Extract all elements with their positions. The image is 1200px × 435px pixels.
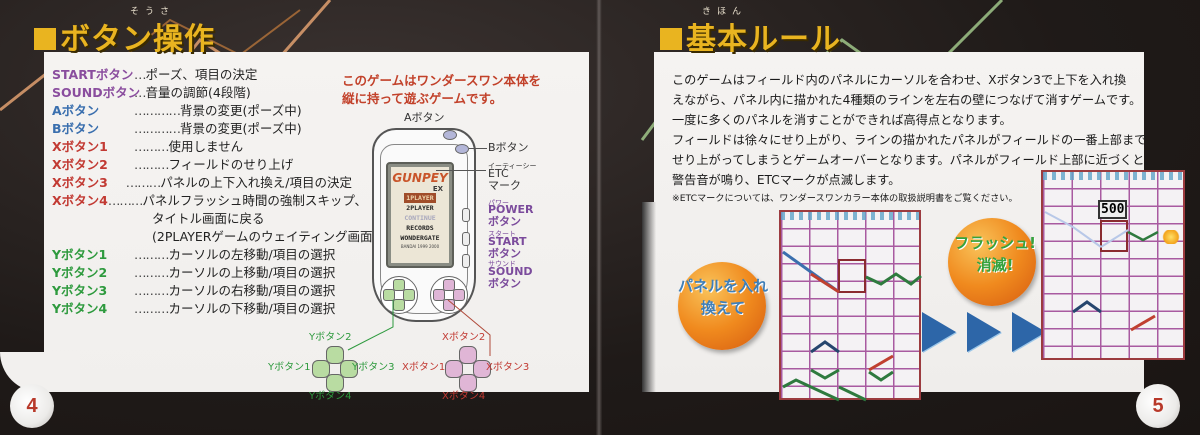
list-item: STARTボタン…ポーズ、項目の決定 bbox=[52, 67, 258, 82]
y-dpad-icon bbox=[380, 276, 418, 314]
list-item: Aボタン…………背景の変更(ポーズ中) bbox=[52, 103, 302, 118]
page-title: 基本ルール きほん bbox=[660, 7, 841, 58]
arrow-right-icon bbox=[922, 312, 956, 352]
etc-note: ※ETCマークについては、ワンダースワンカラー本体の取扱説明書をご覧ください。 bbox=[672, 193, 1018, 204]
game-logo: GUNPEY bbox=[392, 171, 448, 185]
list-item: Yボタン4………カーソルの下移動/項目の選択 bbox=[52, 301, 336, 316]
title-menu: 1PLAYER 2PLAYER CONTINUE RECORDS WONDERG… bbox=[400, 193, 440, 242]
y-pad-icon bbox=[312, 346, 358, 392]
etc-mark-label-2: マーク bbox=[488, 179, 521, 192]
x-dpad-icon bbox=[430, 276, 468, 314]
vertical-play-notice: このゲームはワンダースワン本体を 縦に持って遊ぶゲームです。 bbox=[342, 73, 542, 106]
a-button-icon bbox=[443, 130, 457, 140]
b-button-icon bbox=[455, 144, 469, 154]
y-button-4-label: Yボタン4 bbox=[309, 391, 352, 402]
rules-line: 警告音が鳴り、ETCマークが点滅します。 bbox=[672, 173, 901, 187]
list-item: Xボタン3………パネルの上下入れ換え/項目の決定 bbox=[52, 175, 352, 190]
cursor-icon bbox=[1100, 220, 1128, 252]
title-ruby: きほん bbox=[702, 7, 748, 17]
list-item: Xボタン4………パネルフラッシュ時間の強制スキップ、 bbox=[52, 193, 367, 208]
x-button-4-label: Xボタン4 bbox=[442, 391, 486, 402]
list-item: Yボタン1………カーソルの左移動/項目の選択 bbox=[52, 247, 336, 262]
power-button-icon bbox=[462, 208, 470, 222]
cursor-icon bbox=[838, 259, 866, 293]
start-button-label-2: ボタン bbox=[488, 247, 521, 260]
title-square-icon bbox=[660, 28, 682, 50]
flash-badge bbox=[948, 218, 1036, 306]
rules-line: このゲームはフィールド内のパネルにカーソルを合わせ、Xボタン3で上下を入れ換 bbox=[672, 73, 1127, 87]
list-item: Xボタン2………フィールドのせり上げ bbox=[52, 157, 294, 172]
sound-button-label: SOUND bbox=[488, 265, 533, 278]
rules-line: えながら、パネル内に描かれた4種類のラインを左右の壁につなげて消すゲームです。 bbox=[672, 93, 1142, 107]
copyright: BANDAI 1999 2000 bbox=[400, 244, 440, 249]
rules-line: せり上がってしまうとゲームオーバーとなります。パネルがフィールド上部に近づくと、 bbox=[672, 153, 1157, 167]
rules-line: 一度に多くのパネルを消すことができれば高得点となります。 bbox=[672, 113, 1012, 127]
game-logo-sub: EX bbox=[432, 185, 443, 193]
power-ruby: パワー bbox=[488, 199, 509, 207]
field-grid-before bbox=[779, 210, 922, 402]
swap-panels-badge bbox=[678, 262, 766, 350]
page-title: ボタン操作 そうさ bbox=[34, 7, 215, 58]
page-gutter bbox=[596, 0, 602, 435]
flash-text: フラッシュ! 消滅! bbox=[954, 234, 1036, 274]
page-4: ボタン操作 そうさ STARTボタン…ポーズ、項目の決定 SOUNDボタン…音量… bbox=[0, 0, 598, 435]
list-item-continued: (2PLAYERゲームのウェイティング画面) bbox=[152, 229, 378, 244]
list-item: SOUNDボタン…音量の調節(4段階) bbox=[52, 85, 251, 100]
page-number: 5 bbox=[1136, 384, 1180, 428]
title-ruby: そうさ bbox=[130, 7, 176, 17]
sound-ruby: サウンド bbox=[488, 260, 516, 268]
power-button-label: POWER bbox=[488, 203, 534, 216]
etc-mark-label: ETC bbox=[488, 167, 509, 180]
sound-button-icon bbox=[462, 254, 470, 268]
y-button-1-label: Yボタン1 bbox=[268, 362, 311, 373]
b-button-label: Bボタン bbox=[488, 141, 529, 154]
list-item: Yボタン3………カーソルの右移動/項目の選択 bbox=[52, 283, 336, 298]
leader-line bbox=[436, 170, 486, 171]
list-item: Bボタン…………背景の変更(ポーズ中) bbox=[52, 121, 302, 136]
title-square-icon bbox=[34, 28, 56, 50]
arrow-right-icon bbox=[967, 312, 1001, 352]
score-popup: 500 bbox=[1098, 200, 1128, 219]
list-item: Yボタン2………カーソルの上移動/項目の選択 bbox=[52, 265, 336, 280]
arrow-right-icon bbox=[1012, 312, 1046, 352]
y-button-2-label: Yボタン2 bbox=[309, 332, 352, 343]
start-button-icon bbox=[462, 232, 470, 246]
page-number: 4 bbox=[10, 384, 54, 428]
x-button-1-label: Xボタン1 bbox=[402, 362, 446, 373]
wonderswan-device-illustration: GUNPEY EX 1PLAYER 2PLAYER CONTINUE RECOR… bbox=[372, 128, 476, 322]
a-button-label: Aボタン bbox=[404, 111, 445, 124]
content-panel bbox=[0, 52, 589, 392]
x-button-3-label: Xボタン3 bbox=[486, 362, 530, 373]
y-button-3-label: Yボタン3 bbox=[352, 362, 395, 373]
button-operations-list: STARTボタン…ポーズ、項目の決定 SOUNDボタン…音量の調節(4段階) A… bbox=[52, 66, 378, 318]
panel-lines bbox=[1044, 211, 1159, 332]
leader-line bbox=[469, 148, 487, 149]
device-screen: GUNPEY EX 1PLAYER 2PLAYER CONTINUE RECOR… bbox=[386, 162, 454, 268]
field-grid-after: 500 bbox=[1041, 170, 1185, 360]
list-item-continued: タイトル画面に戻る bbox=[152, 211, 265, 226]
basic-rules-text: このゲームはフィールド内のパネルにカーソルを合わせ、Xボタン3で上下を入れ換 え… bbox=[672, 70, 1162, 206]
rules-line: フィールドは徐々にせり上がり、ラインの描かれたパネルがフィールドの一番上部まで bbox=[672, 133, 1147, 147]
panel-lines bbox=[782, 250, 922, 402]
x-button-2-label: Xボタン2 bbox=[442, 332, 486, 343]
power-button-label-2: ボタン bbox=[488, 215, 521, 228]
start-button-label: START bbox=[488, 235, 527, 248]
start-ruby: スタート bbox=[488, 230, 516, 238]
list-item: Xボタン1………使用しません bbox=[52, 139, 244, 154]
sound-button-label-2: ボタン bbox=[488, 277, 521, 290]
flash-burst-icon bbox=[1161, 230, 1181, 244]
swap-panels-text: パネルを入れ 換えて bbox=[677, 277, 768, 317]
etc-ruby: イーティーシー bbox=[488, 162, 537, 170]
x-pad-icon bbox=[445, 346, 491, 392]
